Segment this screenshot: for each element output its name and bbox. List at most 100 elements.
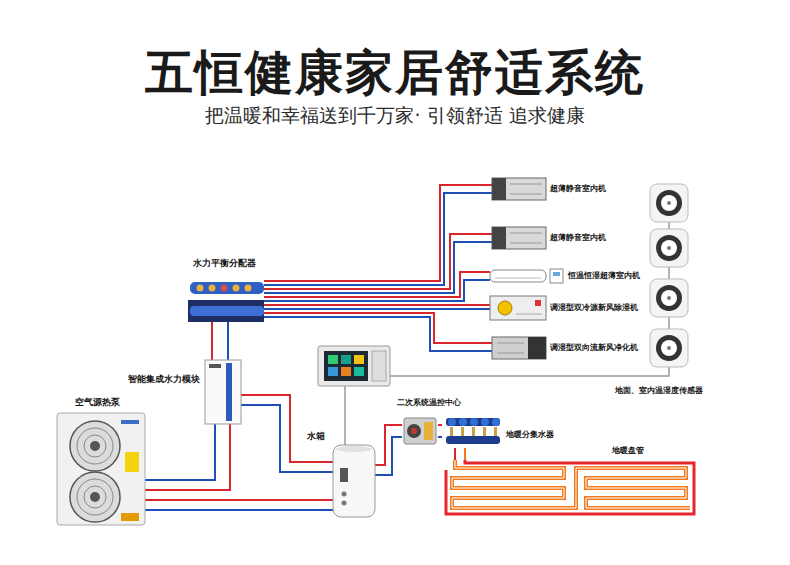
pipe-connector	[264, 234, 492, 293]
water-distributor: 水力平衡分配器	[188, 278, 264, 322]
water-distributor-illustration	[233, 285, 240, 292]
heat-pump-illustration	[121, 513, 139, 521]
ducted-indoor-unit-illustration	[492, 178, 546, 200]
component-label: 智能集成水力模块	[128, 374, 200, 385]
pipe	[438, 436, 442, 438]
water-distributor-illustration	[190, 282, 264, 294]
heat-pump-illustration	[84, 435, 106, 457]
component-label: 水力平衡分配器	[193, 258, 256, 269]
mixing-module-illustration	[404, 418, 436, 444]
floor-manifold-illustration	[492, 418, 500, 426]
floor-coil-illustration	[446, 460, 694, 514]
floor-manifold-illustration	[472, 427, 475, 436]
sensor-panel-illustration	[650, 184, 688, 367]
title: 五恒健康家居舒适系统	[0, 44, 790, 102]
heat-pump-illustration	[70, 472, 120, 522]
wall-indoor-unit-illustration	[490, 270, 546, 282]
pipe	[438, 424, 442, 426]
component-label: 调湿型双向流新风净化机	[550, 343, 638, 353]
pipe-connector	[264, 272, 490, 301]
floor-manifold-illustration	[461, 427, 464, 436]
floor-heating-manifold: 地暖分集水器	[442, 414, 502, 448]
dehumidifier-illustration	[535, 300, 541, 306]
wall-indoor-unit-illustration	[490, 269, 563, 283]
pipe	[264, 308, 490, 310]
heat-pump-illustration	[84, 486, 106, 508]
sensor-panel-illustration	[656, 335, 682, 361]
sensor-panel-illustration	[661, 195, 677, 211]
purifier-illustration	[492, 337, 546, 359]
indoor-unit: 恒温恒湿超薄室内机	[490, 268, 564, 284]
sensor-panel-illustration	[667, 296, 671, 300]
pipe	[264, 280, 490, 301]
heat-pump-illustration	[57, 413, 145, 525]
floor-manifold-illustration	[446, 418, 500, 444]
dehumidifier-illustration	[490, 296, 546, 320]
sensor-panel-illustration	[661, 290, 677, 306]
floor-manifold-illustration	[446, 436, 500, 444]
wall-indoor-unit-illustration	[495, 278, 541, 279]
component-label: 空气源热泵	[75, 397, 120, 408]
water-tank: 水箱	[333, 445, 375, 517]
water-distributor-illustration	[190, 306, 264, 316]
hydraulic-module-illustration	[205, 360, 241, 424]
water-tank-illustration	[342, 492, 347, 497]
pipe	[264, 304, 490, 306]
floor-manifold-illustration	[446, 418, 500, 426]
component-label: 地暖分集水器	[506, 430, 554, 440]
pipe-connector	[145, 500, 333, 510]
control-wire	[668, 367, 670, 372]
pipe	[145, 424, 215, 480]
sensor-panel-illustration	[650, 184, 688, 222]
water-tank-illustration	[342, 501, 347, 506]
heat-pump-illustration	[121, 420, 139, 424]
heat-pump-illustration	[90, 441, 100, 451]
pipe-connector	[438, 425, 442, 437]
pipe	[454, 448, 456, 460]
component-label: 二次系统温控中心	[397, 398, 461, 408]
control-wire	[668, 267, 670, 279]
mixing-module-illustration	[411, 428, 417, 434]
ducted-indoor-unit-illustration	[510, 194, 542, 195]
purifier-illustration	[528, 337, 546, 359]
sensor-panel-illustration	[661, 340, 677, 356]
ducted-indoor-unit-illustration	[510, 243, 542, 244]
ducted-indoor-unit-illustration	[510, 184, 542, 185]
air-purifier: 调湿型双向流新风净化机	[492, 337, 546, 359]
pipe-connector	[264, 313, 492, 351]
water-tank-illustration	[336, 446, 372, 452]
controller-illustration	[354, 367, 364, 376]
ducted-indoor-unit-illustration	[492, 178, 506, 200]
purifier-illustration	[492, 337, 546, 359]
controller-illustration	[372, 351, 386, 381]
floor-manifold-illustration	[450, 427, 453, 436]
sensor-panel-illustration	[656, 285, 682, 311]
pipe-connector	[241, 395, 333, 472]
indoor-unit: 超薄静音室内机	[492, 178, 546, 200]
component-label: 超薄静音室内机	[550, 233, 606, 243]
heat-pump-illustration	[70, 421, 120, 471]
pipe-connector	[455, 448, 465, 460]
floor-manifold-illustration	[481, 418, 489, 426]
dehumidifier-illustration	[516, 314, 542, 315]
pipe	[227, 322, 229, 360]
dehumidifier-illustration	[498, 301, 512, 315]
controller-illustration	[341, 355, 351, 364]
floor-manifold-illustration	[448, 418, 456, 426]
pipe	[375, 437, 402, 475]
control-wire	[390, 372, 669, 376]
sensor-panel-illustration	[656, 190, 682, 216]
pipe-connector	[212, 322, 228, 360]
controller-illustration	[354, 355, 364, 364]
component-label: 地面、室内温湿度传感器	[615, 386, 703, 396]
pipe	[145, 509, 333, 511]
floor-coil-illustration	[452, 460, 690, 508]
controller-illustration	[341, 367, 351, 376]
floor-coil-illustration	[446, 460, 694, 514]
control-wire	[344, 386, 346, 445]
ducted-indoor-unit-illustration	[492, 178, 546, 249]
heat-pump-illustration	[90, 492, 100, 502]
sensor-group: 地面、室内温湿度传感器	[646, 180, 692, 372]
water-tank-illustration	[333, 445, 375, 517]
hydraulic-module: 智能集成水力模块	[205, 360, 241, 424]
